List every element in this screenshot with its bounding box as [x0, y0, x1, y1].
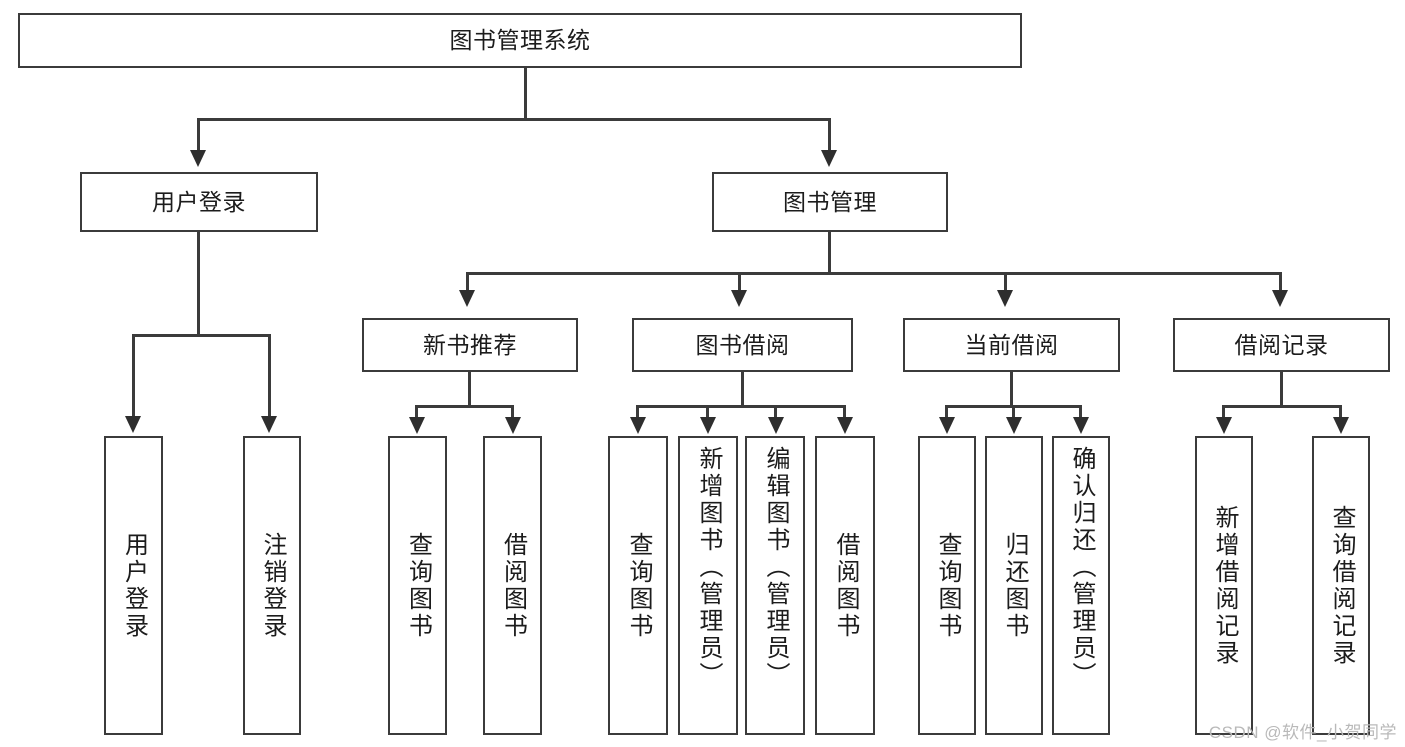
connector-new-book-drop-1 — [415, 405, 418, 419]
arrow-to-leaf-query-book-3 — [939, 417, 955, 434]
leaf-user-login[interactable]: 用户登录 — [104, 436, 163, 735]
node-borrow-record[interactable]: 借阅记录 — [1173, 318, 1390, 372]
node-label: 用户登录 — [120, 531, 148, 640]
leaf-return-book[interactable]: 归还图书 — [985, 436, 1043, 735]
arrow-to-leaf-confirm-return — [1073, 417, 1089, 434]
arrow-to-leaf-return-book — [1006, 417, 1022, 434]
node-label: 注销登录 — [258, 531, 286, 640]
connector-book-manage-stem — [828, 232, 831, 274]
node-book-management[interactable]: 图书管理 — [712, 172, 948, 232]
connector-root-to-user-login — [197, 118, 200, 152]
connector-root-to-book-manage — [828, 118, 831, 152]
connector-root-bar — [197, 118, 831, 121]
connector-borrow-record-bar — [1222, 405, 1341, 408]
leaf-query-book-borrow[interactable]: 查询图书 — [608, 436, 668, 735]
connector-book-borrow-bar — [636, 405, 845, 408]
node-label: 图书借阅 — [695, 331, 790, 358]
arrow-to-leaf-query-record — [1333, 417, 1349, 434]
node-label: 借阅记录 — [1234, 331, 1329, 358]
leaf-borrow-book[interactable]: 借阅图书 — [815, 436, 875, 735]
connector-book-manage-bar — [466, 272, 1282, 275]
connector-borrow-record-stem — [1280, 372, 1283, 408]
connector-borrow-record-drop-2 — [1339, 405, 1342, 419]
node-label: 查询图书 — [624, 531, 652, 640]
connector-to-current-borrow — [1004, 272, 1007, 292]
connector-root-stem — [524, 68, 527, 120]
arrow-to-leaf-query-book-1 — [409, 417, 425, 434]
arrow-to-leaf-add-book — [700, 417, 716, 434]
connector-to-book-borrow — [738, 272, 741, 292]
connector-book-borrow-stem — [741, 372, 744, 408]
arrow-to-new-book-recommend — [459, 290, 475, 307]
connector-current-borrow-stem — [1010, 372, 1013, 408]
leaf-logout[interactable]: 注销登录 — [243, 436, 301, 735]
leaf-query-borrow-record[interactable]: 查询借阅记录 — [1312, 436, 1370, 735]
connector-book-borrow-drop-3 — [774, 405, 777, 419]
node-label: 查询图书 — [404, 531, 432, 640]
leaf-edit-book-admin[interactable]: 编辑图书（管理员） — [745, 436, 805, 735]
connector-to-borrow-record — [1279, 272, 1282, 292]
connector-borrow-record-drop-1 — [1222, 405, 1225, 419]
node-label: 借阅图书 — [499, 531, 527, 640]
node-label: 当前借阅 — [964, 331, 1059, 358]
node-root-system[interactable]: 图书管理系统 — [18, 13, 1022, 68]
connector-user-login-bar — [132, 334, 270, 337]
node-label: 归还图书 — [1000, 531, 1028, 640]
node-book-borrow[interactable]: 图书借阅 — [632, 318, 853, 372]
node-label: 查询借阅记录 — [1327, 504, 1355, 667]
connector-current-borrow-drop-2 — [1012, 405, 1015, 419]
connector-current-borrow-drop-3 — [1079, 405, 1082, 419]
leaf-query-book-current[interactable]: 查询图书 — [918, 436, 976, 735]
arrow-to-current-borrow — [997, 290, 1013, 307]
arrow-to-book-borrow — [731, 290, 747, 307]
node-label: 确认归还（管理员） — [1067, 446, 1095, 689]
connector-book-borrow-drop-2 — [706, 405, 709, 419]
arrow-to-leaf-borrow-book-2 — [837, 417, 853, 434]
connector-user-login-stem — [197, 232, 200, 336]
node-label: 新增图书（管理员） — [694, 446, 722, 689]
arrow-to-leaf-query-book-2 — [630, 417, 646, 434]
node-label: 图书管理系统 — [449, 27, 591, 54]
leaf-borrow-book-recommend[interactable]: 借阅图书 — [483, 436, 542, 735]
arrow-to-leaf-borrow-book-1 — [505, 417, 521, 434]
arrow-to-book-manage — [821, 150, 837, 167]
connector-user-login-drop-2 — [268, 334, 271, 418]
connector-user-login-drop-1 — [132, 334, 135, 418]
node-label: 查询图书 — [933, 531, 961, 640]
arrow-to-leaf-user-login — [125, 416, 141, 433]
node-label: 用户登录 — [152, 188, 246, 215]
connector-book-borrow-drop-1 — [636, 405, 639, 419]
leaf-add-borrow-record[interactable]: 新增借阅记录 — [1195, 436, 1253, 735]
arrow-to-leaf-edit-book — [768, 417, 784, 434]
node-user-login[interactable]: 用户登录 — [80, 172, 318, 232]
arrow-to-leaf-logout — [261, 416, 277, 433]
connector-new-book-drop-2 — [511, 405, 514, 419]
connector-new-book-bar — [415, 405, 513, 408]
node-label: 借阅图书 — [831, 531, 859, 640]
leaf-add-book-admin[interactable]: 新增图书（管理员） — [678, 436, 738, 735]
node-label: 新书推荐 — [423, 331, 517, 358]
node-new-book-recommend[interactable]: 新书推荐 — [362, 318, 578, 372]
connector-current-borrow-drop-1 — [945, 405, 948, 419]
connector-to-new-book — [466, 272, 469, 292]
leaf-confirm-return-admin[interactable]: 确认归还（管理员） — [1052, 436, 1110, 735]
arrow-to-borrow-record — [1272, 290, 1288, 307]
node-label: 图书管理 — [783, 188, 877, 215]
arrow-to-user-login — [190, 150, 206, 167]
arrow-to-leaf-add-record — [1216, 417, 1232, 434]
leaf-query-book-recommend[interactable]: 查询图书 — [388, 436, 447, 735]
connector-book-borrow-drop-4 — [843, 405, 846, 419]
node-label: 新增借阅记录 — [1210, 504, 1238, 667]
node-current-borrow[interactable]: 当前借阅 — [903, 318, 1120, 372]
watermark-text: CSDN @软件_小贺同学 — [1208, 723, 1397, 742]
connector-new-book-stem — [468, 372, 471, 408]
node-label: 编辑图书（管理员） — [761, 446, 789, 689]
